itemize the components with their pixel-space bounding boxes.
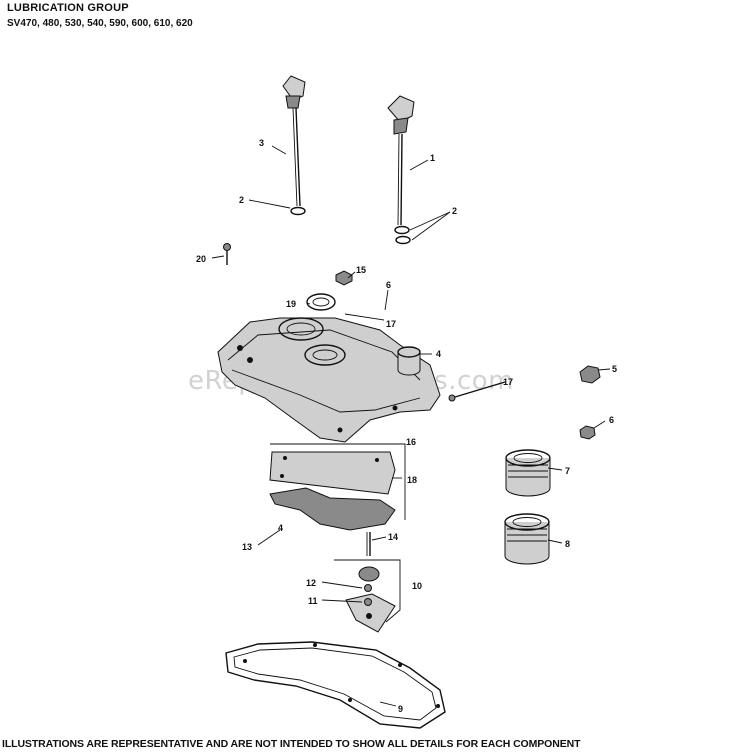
callout-17-right: 17 [503,377,513,387]
oil-pan-cover[interactable] [217,317,441,443]
callout-1: 1 [430,153,435,163]
diagram-title: LUBRICATION GROUP [7,2,129,14]
callout-5: 5 [612,364,617,374]
callout-7: 7 [565,466,570,476]
bolt-17[interactable] [448,381,506,402]
callout-4-top: 4 [436,349,441,359]
oil-filter-8[interactable] [504,513,550,565]
bolt-20[interactable] [223,243,231,266]
baffle-plate[interactable] [269,487,396,531]
pin-14[interactable] [366,532,371,556]
callout-12: 12 [306,578,316,588]
oil-filter-7[interactable] [505,449,551,497]
bottom-gasket[interactable] [225,641,446,729]
callout-11: 11 [308,596,318,606]
callout-13: 13 [242,542,252,552]
bracket-10-lines [334,559,401,623]
callout-2-left: 2 [239,195,244,205]
seal-19[interactable] [306,293,336,311]
callout-17-top: 17 [386,319,396,329]
gasket-plate[interactable] [269,451,396,495]
dipstick-right[interactable] [387,95,415,226]
o-ring-right-upper[interactable] [394,225,410,235]
washer-12[interactable] [364,584,372,592]
parts-diagram: 3 2 1 2 20 15 19 6 17 4 17 5 6 16 18 7 8… [196,75,617,729]
callout-20: 20 [196,254,206,264]
dipstick-left[interactable] [282,75,306,207]
oil-pickup-assembly[interactable] [345,566,396,633]
callout-16: 16 [406,437,416,447]
fitting-15[interactable] [335,270,353,286]
callout-9: 9 [398,704,403,714]
washer-11[interactable] [364,598,372,606]
callout-18: 18 [407,475,417,485]
callout-19: 19 [286,299,296,309]
model-list: SV470, 480, 530, 540, 590, 600, 610, 620 [7,18,193,29]
o-ring-right-lower[interactable] [395,235,411,245]
callout-6-top: 6 [386,280,391,290]
callout-2-right: 2 [452,206,457,216]
callout-8: 8 [565,539,570,549]
callout-10: 10 [412,581,422,591]
leader-lines [211,145,611,707]
callout-15: 15 [356,265,366,275]
callout-3: 3 [259,138,264,148]
bracket-16-lines [270,443,406,520]
callout-6-right: 6 [609,415,614,425]
callout-4-bottom: 4 [278,523,283,533]
o-ring-left[interactable] [290,206,306,216]
disclaimer-footer: ILLUSTRATIONS ARE REPRESENTATIVE AND ARE… [2,738,581,750]
fitting-5[interactable] [579,365,601,384]
fitting-6[interactable] [579,425,596,440]
callout-14: 14 [388,532,398,542]
